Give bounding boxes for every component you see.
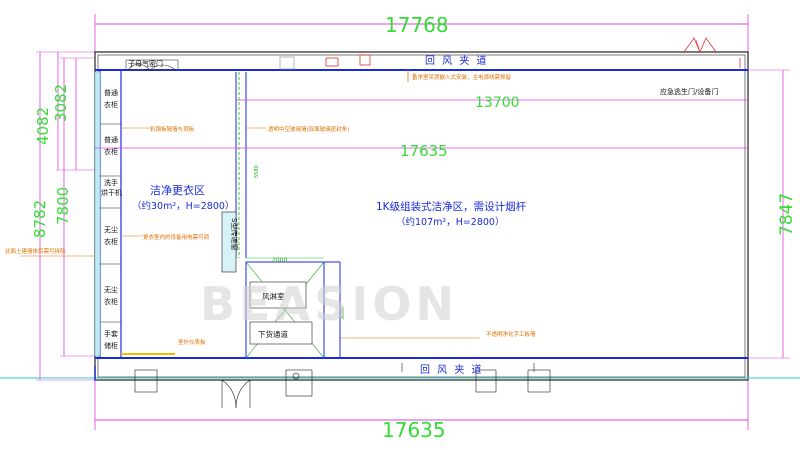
dim-inner-13700: 13700 <box>475 95 520 111</box>
lower-passage-label: 下货通道 <box>258 329 288 339</box>
svg-text:无尘: 无尘 <box>104 285 118 294</box>
gowning-area: 普通 衣柜 普通 衣柜 洗手 烘干机 无尘 衣柜 无尘 衣柜 手套 储柜 洁净更… <box>94 70 260 358</box>
dim-inner-17635: 17635 <box>400 142 448 160</box>
note-top: 洁净室吊顶嵌入式安装，主电源线需预留 <box>412 73 512 81</box>
door-right-label: 应急逃生门/设备门 <box>660 87 718 96</box>
bottom-fixtures <box>94 366 551 409</box>
pass-box: S型传递窗 <box>221 211 239 273</box>
annotations-left: 彩钢板隔墙与顶板 透明中空玻璃墙(双面玻璃密封条) 更衣室内的设备用电需可调 此… <box>5 125 536 355</box>
dim-left-upper-outer: 4082 <box>34 107 52 145</box>
gowning-area-title: 洁净更衣区 <box>150 183 205 197</box>
airlock-door: 子母气密门 <box>125 59 179 71</box>
gowning-area-subtitle: （约30m²，H=2800） <box>132 200 234 212</box>
dust-free-locker-1: 无尘 衣柜 <box>104 225 118 246</box>
dust-free-locker-2: 无尘 衣柜 <box>104 285 118 306</box>
hand-dryer: 洗手 烘干机 <box>101 178 122 197</box>
left-dimensions: 4082 3082 8782 7800 <box>31 51 95 381</box>
dim-2000: 2000 <box>272 257 287 264</box>
svg-text:储柜: 储柜 <box>104 341 118 350</box>
svg-text:普通: 普通 <box>104 135 118 144</box>
svg-text:衣柜: 衣柜 <box>104 147 118 156</box>
pass-box-label: S型传递窗 <box>230 218 239 250</box>
svg-text:无尘: 无尘 <box>104 225 118 234</box>
interior-dimensions: 13700 17635 <box>95 95 748 160</box>
bottom-corridor-label: 回 风 夹 道 <box>420 363 484 376</box>
dim-bottom-total: 17635 <box>382 418 446 442</box>
dim-left-inner: 7800 <box>54 187 72 225</box>
svg-text:5580: 5580 <box>254 165 260 178</box>
locker-1: 普通 衣柜 <box>104 88 118 109</box>
top-corridor: 回 风 夹 道 <box>95 54 748 80</box>
right-dimension: 7847 <box>748 69 797 359</box>
dim-right-height: 7847 <box>777 193 797 236</box>
top-dimension: 17768 <box>94 13 749 60</box>
air-shower-label: 风淋室 <box>262 291 285 301</box>
door-top-left-label: 子母气密门 <box>128 59 163 68</box>
bottom-dimension: 17635 <box>94 380 749 442</box>
svg-text:衣柜: 衣柜 <box>104 100 118 109</box>
locker-2: 普通 衣柜 <box>104 135 118 156</box>
svg-text:洗手: 洗手 <box>104 178 118 187</box>
dim-left-outer: 8782 <box>31 200 49 238</box>
note-glass: 透明中空玻璃墙(双面玻璃密封条) <box>268 125 349 133</box>
note-left-wall: 此面土建墙体后需可拆除 <box>5 247 66 255</box>
svg-text:烘干机: 烘干机 <box>101 188 122 197</box>
air-shower-block: 2000 风淋室 下货通道 3000 <box>245 257 346 359</box>
note-equipment: 更衣室内的设备用电需可调 <box>143 233 210 241</box>
clean-area-title: 1K级组装式洁净区，需设计烟杆 <box>376 200 527 213</box>
dim-left-upper-inner: 3082 <box>52 84 70 122</box>
top-equipment: 洁净室吊顶嵌入式安装，主电源线需预留 <box>279 54 512 82</box>
glove-cabinet: 手套 储柜 <box>104 329 118 350</box>
note-bottom-left: 室外仪表板 <box>178 338 206 346</box>
dim-v-3000: 3000 <box>340 307 346 320</box>
note-bottom-right: 不透明净化手工板墙 <box>486 330 536 338</box>
clean-area-subtitle: （约107m²，H=2800） <box>396 216 504 228</box>
svg-text:普通: 普通 <box>104 88 118 97</box>
clean-area: 1K级组装式洁净区，需设计烟杆 （约107m²，H=2800） <box>376 200 527 228</box>
bottom-corridor: 回 风 夹 道 <box>0 357 800 379</box>
emergency-door-top-right: 应急逃生门/设备门 <box>660 37 741 96</box>
dim-top-total: 17768 <box>385 13 449 37</box>
svg-text:衣柜: 衣柜 <box>104 297 118 306</box>
watermark: BEASION <box>200 277 458 331</box>
svg-text:衣柜: 衣柜 <box>104 237 118 246</box>
top-corridor-label: 回 风 夹 道 <box>425 54 489 67</box>
note-panel: 彩钢板隔墙与顶板 <box>150 125 195 133</box>
svg-text:手套: 手套 <box>104 329 118 338</box>
